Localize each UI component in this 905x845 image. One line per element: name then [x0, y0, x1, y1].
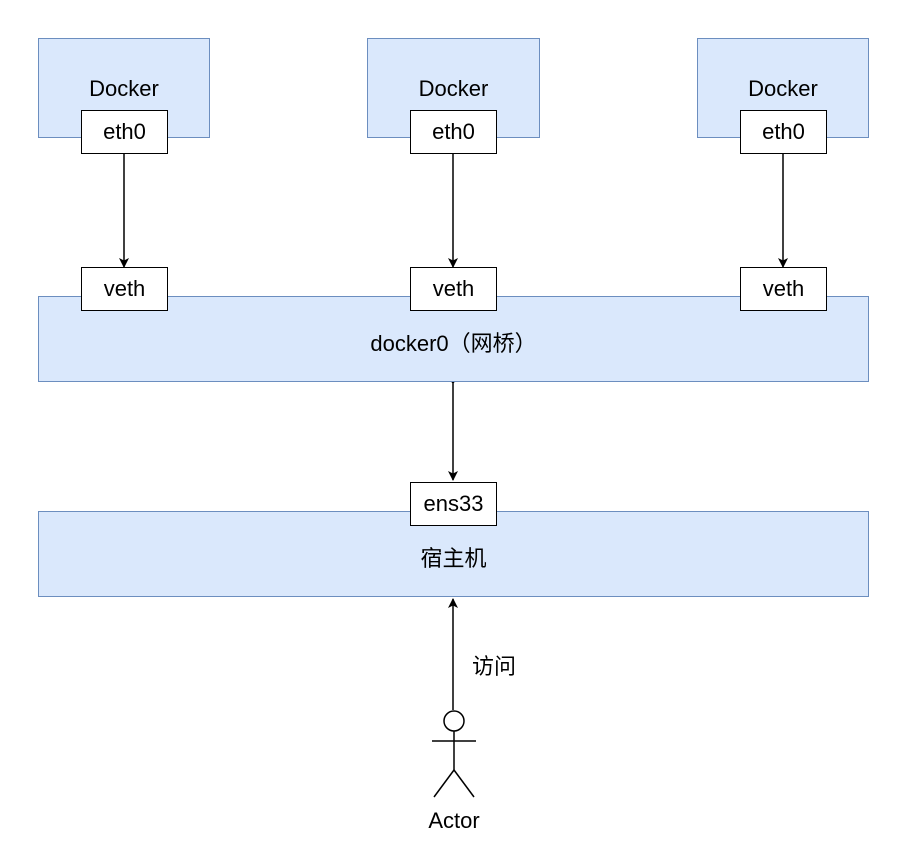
eth0-port-3: eth0	[740, 110, 827, 154]
veth-port-2: veth	[410, 267, 497, 311]
stick-figure-icon	[432, 710, 476, 798]
access-label: 访问	[472, 654, 517, 679]
veth-port-1: veth	[81, 267, 168, 311]
ens33-port: ens33	[410, 482, 497, 526]
docker-container-3-title: Docker	[748, 76, 818, 101]
docker0-bridge-label: docker0（网桥）	[370, 331, 537, 356]
eth0-port-2: eth0	[410, 110, 497, 154]
docker-container-2-title: Docker	[418, 76, 489, 101]
host-machine-label: 宿主机	[420, 546, 487, 571]
veth-port-3: veth	[740, 267, 827, 311]
actor-label: Actor	[428, 808, 480, 833]
eth0-port-1: eth0	[81, 110, 168, 154]
docker-container-1-title: Docker	[89, 76, 159, 101]
